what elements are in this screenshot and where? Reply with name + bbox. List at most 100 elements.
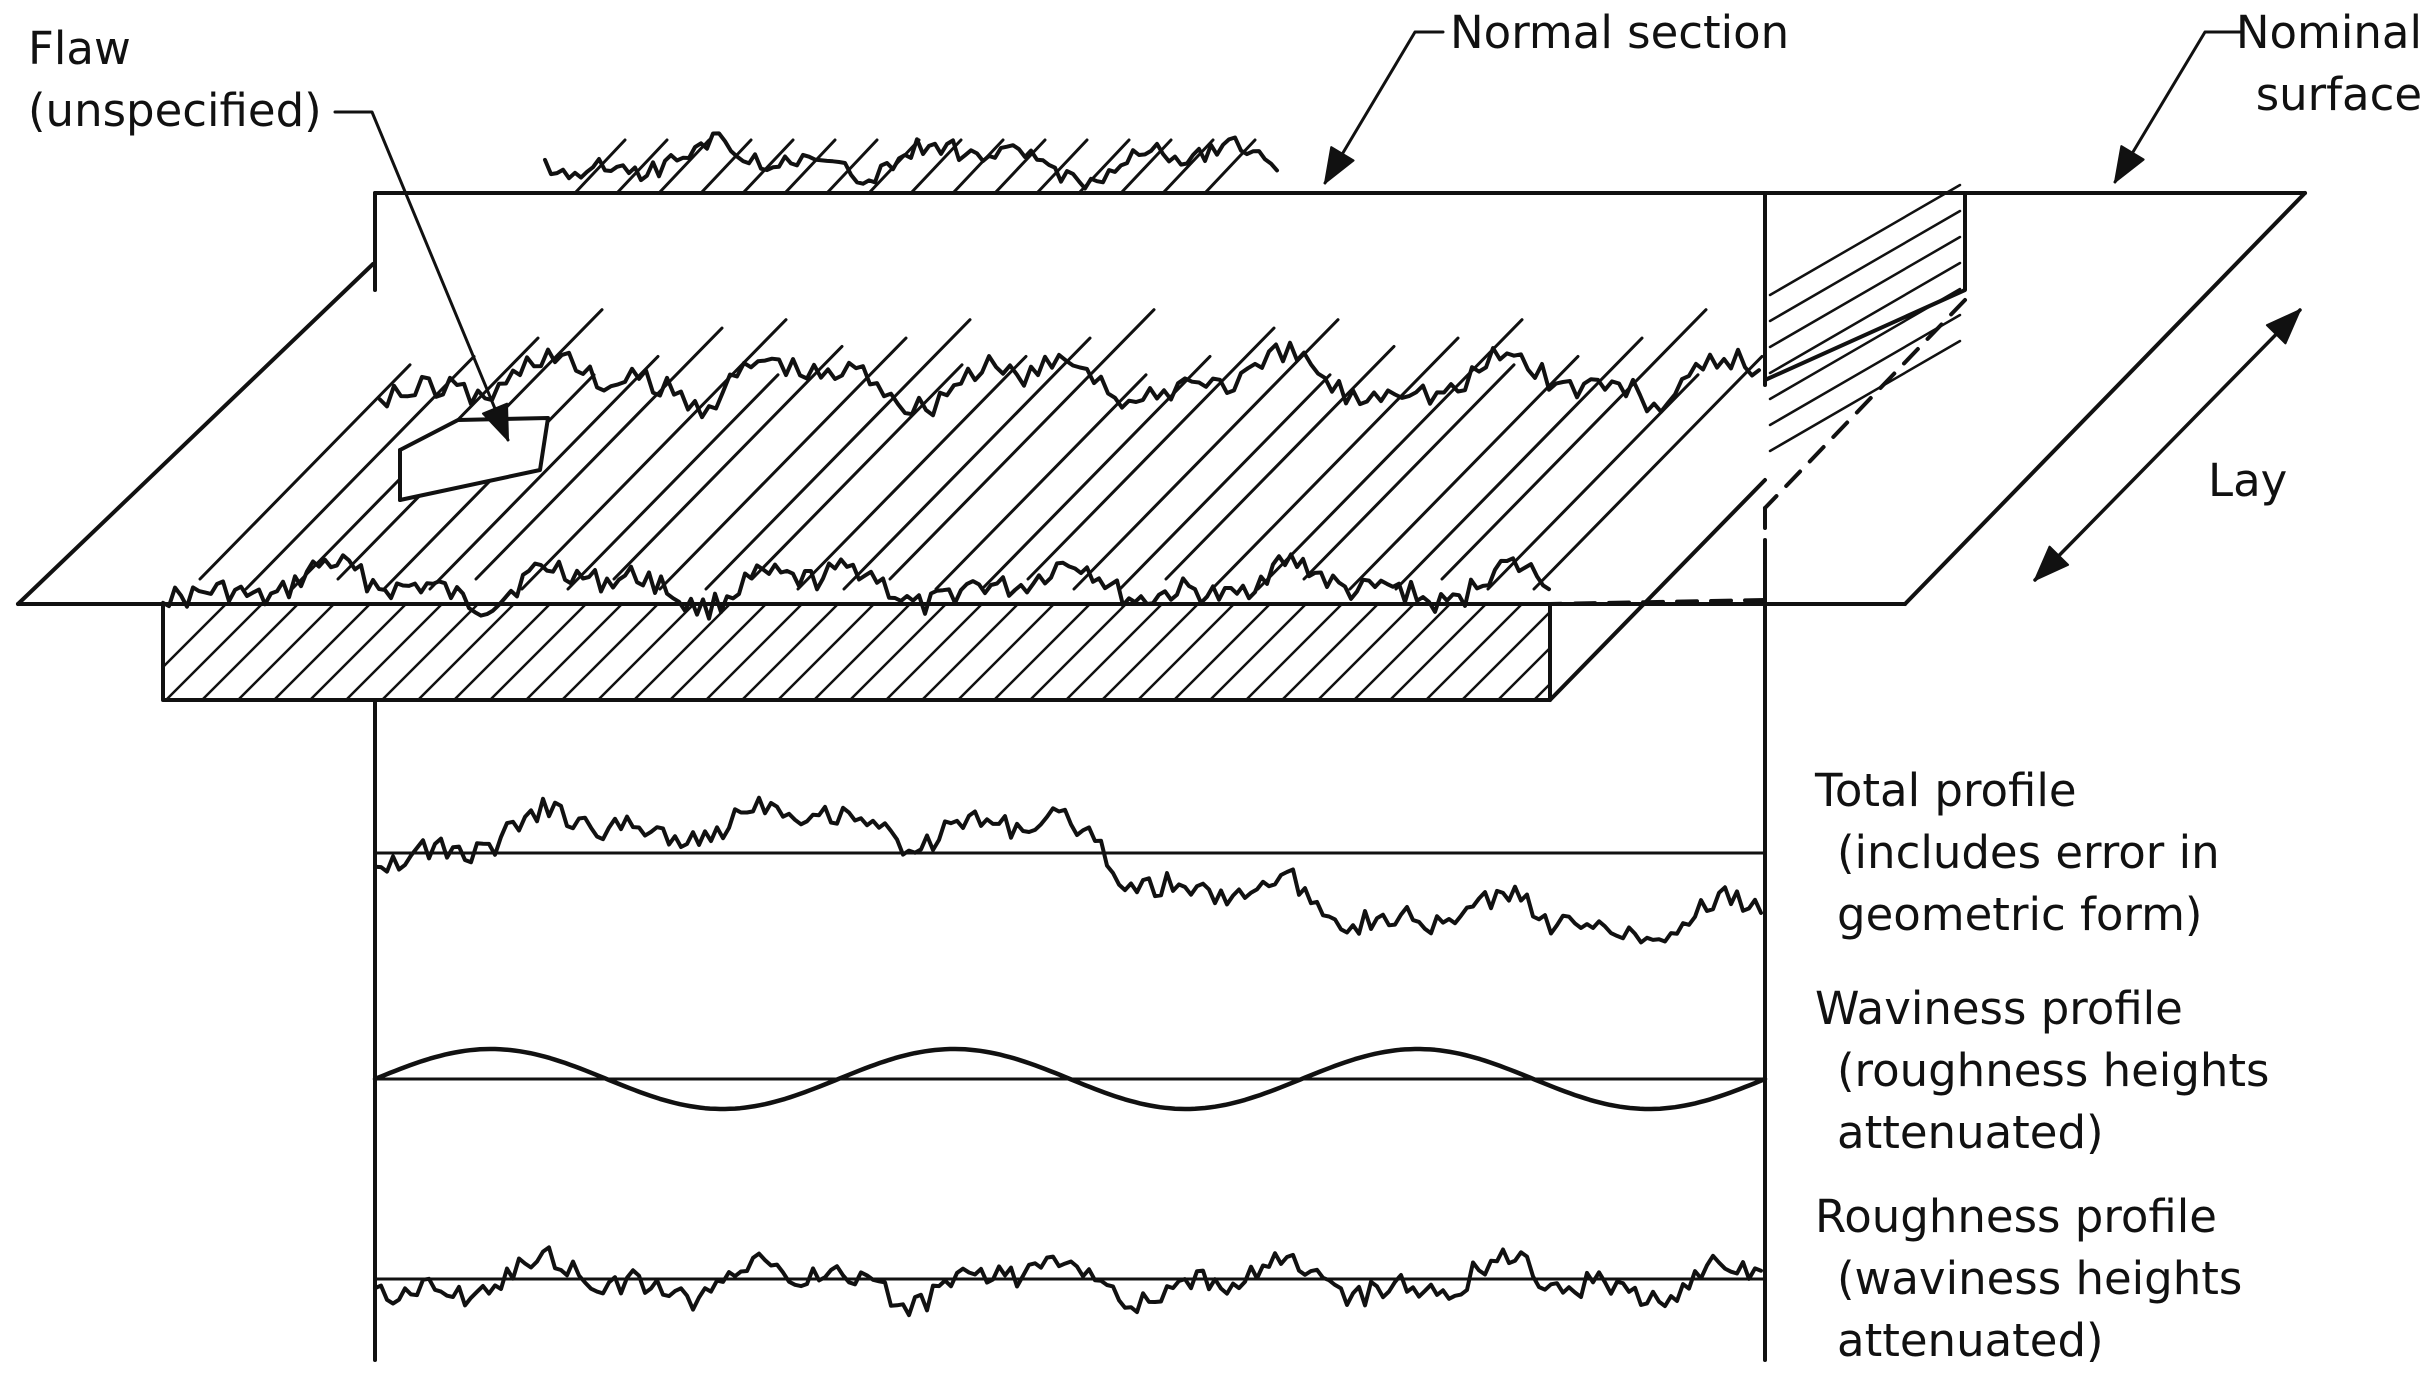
front-face-hatch-line xyxy=(1496,646,1552,702)
front-face-hatch-line xyxy=(1208,602,1308,702)
front-face-hatch-line xyxy=(668,602,768,702)
front-face-hatch-line xyxy=(308,602,408,702)
lay-ridge-line xyxy=(1394,336,1644,591)
front-face-hatch-line xyxy=(992,602,1092,702)
lay-ridge-line xyxy=(1118,373,1332,591)
roughness-profile-line3: attenuated) xyxy=(1837,1314,2104,1367)
section-top-ridge xyxy=(615,138,669,195)
specimen-front-face xyxy=(161,602,1552,702)
section-top-ridge xyxy=(573,138,627,195)
front-face-hatch-line xyxy=(1388,602,1488,702)
section-top-ridge xyxy=(741,138,795,195)
flaw-label: Flaw (unspecified) xyxy=(28,18,322,142)
specimen-bottom-right-edge xyxy=(1548,478,1767,702)
total-profile-curve xyxy=(373,795,1763,945)
total-profile-line1: Total profile xyxy=(1815,764,2077,817)
nominal-surface-arrowhead xyxy=(2114,145,2145,183)
right-section-hatch xyxy=(1768,235,1962,349)
front-face-hatch-line xyxy=(884,602,984,702)
waviness-profile-curve xyxy=(372,1046,1768,1112)
normal-section-leader-line xyxy=(1323,30,1445,185)
lay-arrowhead-bottom xyxy=(2034,545,2070,581)
front-face-hatch-line xyxy=(776,602,876,702)
lay-ridge-line xyxy=(1026,326,1276,581)
waviness-profile-line2: (roughness heights xyxy=(1837,1044,2270,1097)
roughness-profile-line1: Roughness profile xyxy=(1815,1190,2217,1243)
lay-ridge-line xyxy=(888,308,1156,581)
front-face-hatch-line xyxy=(740,602,840,702)
waviness-profile-line1: Waviness profile xyxy=(1815,982,2183,1035)
lay-ridge-line xyxy=(198,363,412,581)
right-section-hatch xyxy=(1768,339,1962,453)
lay-label: Lay xyxy=(2208,450,2287,512)
right-section-face xyxy=(1763,191,1967,382)
lay-ridge-line xyxy=(1440,308,1708,581)
front-face-hatch-line xyxy=(380,602,480,702)
nominal-surface-leader-line xyxy=(2113,30,2245,184)
front-face-hatch-line xyxy=(452,602,552,702)
section-top-ridge xyxy=(1203,138,1257,195)
nominal-surface-line2: surface xyxy=(2255,68,2422,121)
front-face-hatch-line xyxy=(164,602,264,702)
total-profile-label: Total profile (includes error in geometr… xyxy=(1815,760,2220,946)
roughness-profile-label: Roughness profile (waviness heights atte… xyxy=(1815,1186,2242,1372)
lay-ridge-line xyxy=(1532,354,1764,591)
lay-ridge-line xyxy=(1348,354,1580,591)
lay-ridge-line xyxy=(1164,344,1396,581)
front-face-hatch-line xyxy=(1352,602,1452,702)
front-face-hatch-line xyxy=(272,602,372,702)
lay-ridge-line xyxy=(750,363,964,581)
lay-ridge-line xyxy=(842,336,1092,591)
normal-section-arrowhead xyxy=(1324,146,1355,184)
lay-ridge-line xyxy=(1210,336,1460,591)
flaw-label-line2: (unspecified) xyxy=(28,84,322,137)
surface-front-profile xyxy=(161,552,1551,621)
front-face-hatch-line xyxy=(848,602,948,702)
front-face-hatch-line xyxy=(1460,610,1552,702)
right-section-hatch xyxy=(1768,287,1962,401)
flaw-label-line1: Flaw xyxy=(28,22,131,75)
section-top-ridge xyxy=(783,138,837,195)
front-face-hatch-line xyxy=(704,602,804,702)
right-section-hatch xyxy=(1768,209,1962,323)
section-top-ridge xyxy=(1077,138,1131,195)
lay-ridge-line xyxy=(474,326,724,581)
flaw-leader-line xyxy=(333,110,510,442)
front-face-hatch-line xyxy=(1280,602,1380,702)
section-top-ridge xyxy=(993,138,1047,195)
surface-back-profile xyxy=(378,340,1761,420)
roughness-profile-line2: (waviness heights xyxy=(1837,1252,2243,1305)
section-top-profile xyxy=(543,131,1279,191)
waviness-profile-line3: attenuated) xyxy=(1837,1106,2104,1159)
front-face-hatch-line xyxy=(161,602,228,669)
normal-section-label: Normal section xyxy=(1450,2,1789,64)
front-face-hatch-line xyxy=(416,602,516,702)
section-top-ridge xyxy=(867,138,921,195)
front-face-hatch-line xyxy=(1064,602,1164,702)
roughness-profile-curve xyxy=(373,1245,1763,1318)
total-profile-line2: (includes error in xyxy=(1837,826,2220,879)
section-top-ridge xyxy=(1161,138,1215,195)
right-section-hatch xyxy=(1768,313,1962,427)
lay-ridge-line xyxy=(704,318,972,591)
nominal-plane-left-edge xyxy=(16,262,375,606)
section-top-ridge xyxy=(699,138,753,195)
lay-arrowhead-top xyxy=(2265,309,2301,345)
section-top-ridge xyxy=(909,138,963,195)
nominal-plane-right-edge xyxy=(1903,191,2307,606)
flaw-shape xyxy=(398,416,550,502)
front-face-hatch-line xyxy=(1028,602,1128,702)
nominal-surface-line1: Nominal xyxy=(2235,6,2422,59)
lay-ridge-line xyxy=(612,344,844,581)
lay-ridge-line xyxy=(1302,363,1516,581)
right-section-hatch xyxy=(1768,183,1962,297)
right-section-hatch xyxy=(1768,261,1962,375)
front-face-hatch-line xyxy=(236,602,336,702)
section-top-ridge xyxy=(951,138,1005,195)
waviness-profile-label: Waviness profile (roughness heights atte… xyxy=(1815,978,2270,1164)
front-face-hatch-line xyxy=(1136,602,1236,702)
section-top-ridge xyxy=(825,138,879,195)
lay-text: Lay xyxy=(2208,454,2288,507)
